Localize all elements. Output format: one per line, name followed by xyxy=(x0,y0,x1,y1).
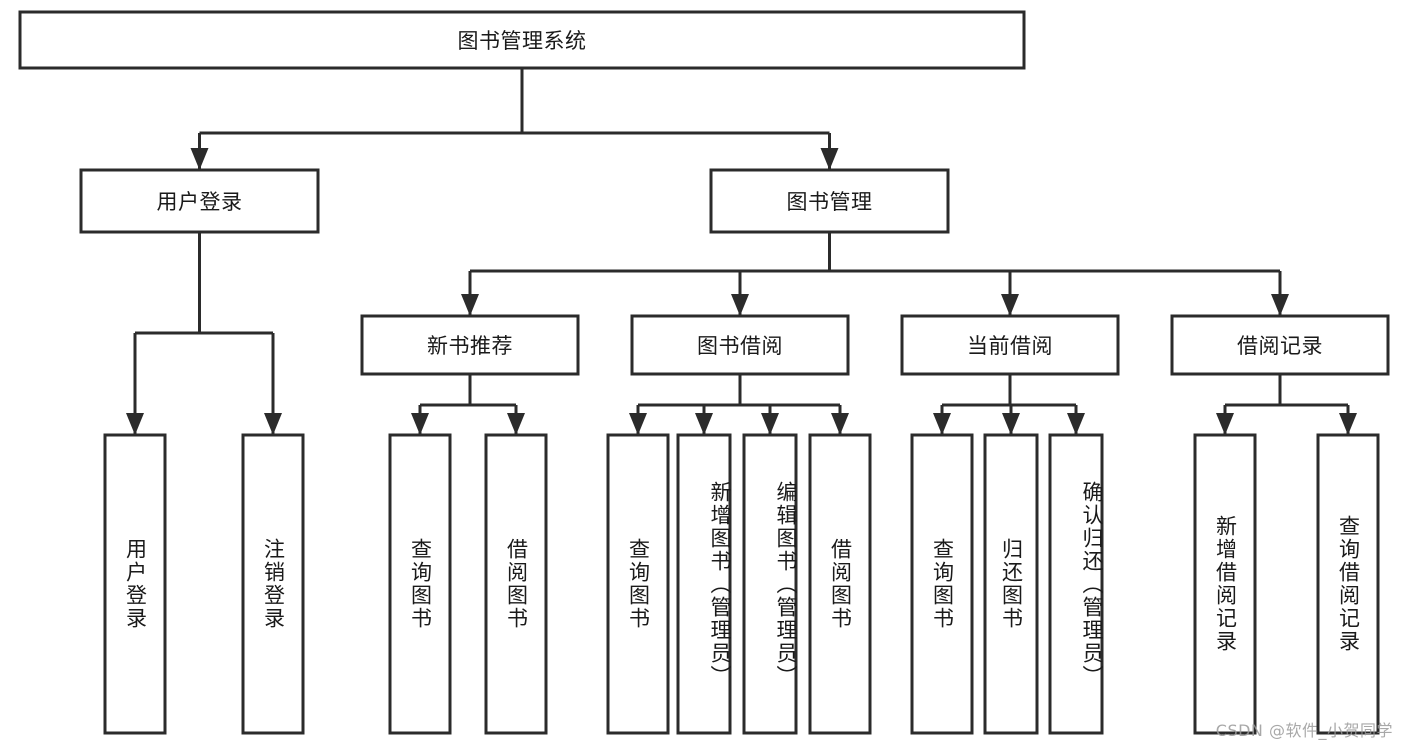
node-level2-user-login[interactable] xyxy=(79,168,320,234)
node-leaf-leaf-borrow-book-2[interactable] xyxy=(808,433,872,735)
arrow-head-icon xyxy=(731,294,749,316)
node-leaf-leaf-query-book-1[interactable] xyxy=(388,433,452,735)
arrow-head-icon xyxy=(1271,294,1289,316)
node-leaf-leaf-add-book-admin[interactable] xyxy=(676,433,732,735)
arrow-head-icon xyxy=(695,413,713,435)
arrow-head-icon xyxy=(1339,413,1357,435)
arrow-head-icon xyxy=(629,413,647,435)
node-leaf-leaf-query-book-2[interactable] xyxy=(606,433,670,735)
watermark-text: CSDN @软件_小贺同学 xyxy=(1215,721,1393,740)
node-leaf-leaf-add-borrow-record[interactable] xyxy=(1193,433,1257,735)
node-level2-book-manage[interactable] xyxy=(709,168,950,234)
node-leaf-leaf-query-book-3[interactable] xyxy=(910,433,974,735)
node-leaf-leaf-logout[interactable] xyxy=(241,433,305,735)
node-leaf-leaf-borrow-book-1[interactable] xyxy=(484,433,548,735)
connectors-layer xyxy=(126,68,1357,435)
node-leaf-leaf-return-book[interactable] xyxy=(983,433,1039,735)
arrow-head-icon xyxy=(1002,413,1020,435)
arrow-head-icon xyxy=(126,413,144,435)
arrow-head-icon xyxy=(831,413,849,435)
node-leaf-leaf-user-login[interactable] xyxy=(103,433,167,735)
arrow-head-icon xyxy=(411,413,429,435)
node-level3-current-borrow[interactable] xyxy=(900,314,1120,376)
arrow-head-icon xyxy=(461,294,479,316)
node-leaf-leaf-edit-book-admin[interactable] xyxy=(742,433,798,735)
node-level3-new-book-recommend[interactable] xyxy=(360,314,580,376)
arrow-head-icon xyxy=(761,413,779,435)
arrow-head-icon xyxy=(264,413,282,435)
arrow-head-icon xyxy=(820,148,839,170)
arrow-head-icon xyxy=(1216,413,1234,435)
arrow-head-icon xyxy=(1067,413,1085,435)
node-root[interactable] xyxy=(18,10,1026,70)
arrow-head-icon xyxy=(933,413,951,435)
node-leaf-leaf-confirm-return-admin[interactable] xyxy=(1048,433,1104,735)
arrow-head-icon xyxy=(1001,294,1019,316)
boxes-layer xyxy=(18,10,1390,735)
arrow-head-icon xyxy=(507,413,525,435)
arrow-head-icon xyxy=(190,148,209,170)
node-level3-borrow-record[interactable] xyxy=(1170,314,1390,376)
node-level3-book-borrow[interactable] xyxy=(630,314,850,376)
node-leaf-leaf-query-borrow-record[interactable] xyxy=(1316,433,1380,735)
